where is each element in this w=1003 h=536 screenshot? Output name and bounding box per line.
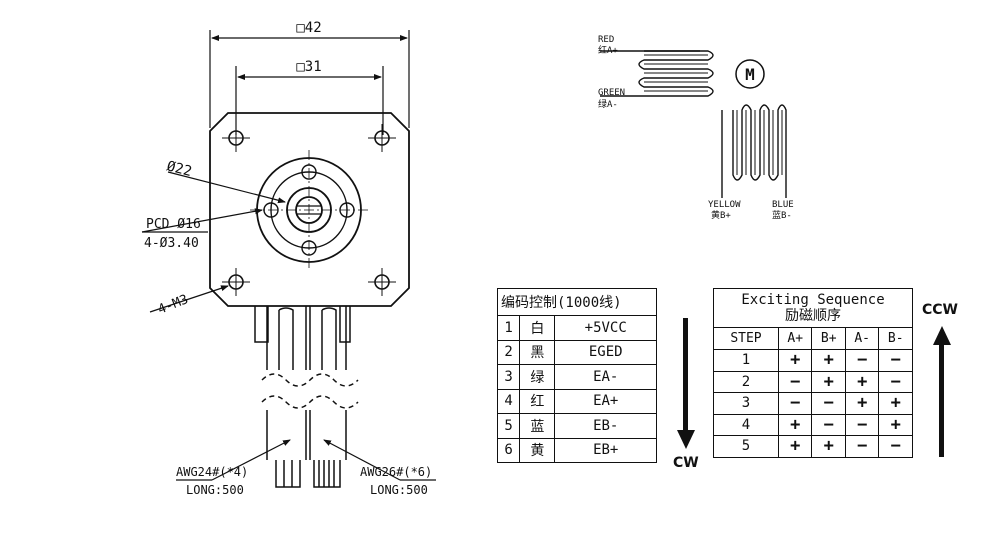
yellow-wire-en-label: YELLOW	[708, 200, 741, 210]
table-row: 1 + + − −	[713, 349, 913, 372]
dimension-31	[235, 66, 384, 135]
dimension-31-label: □31	[296, 59, 321, 75]
table-row: 4 + − − +	[713, 413, 913, 436]
table-row: 2 黑 EGED	[496, 339, 657, 365]
table-row: 5 蓝 EB-	[496, 413, 657, 439]
dimension-42-label: □42	[296, 20, 321, 36]
encoder-table-title: 编码控制(1000线)	[497, 288, 657, 316]
cable-bundle	[254, 306, 359, 488]
mounting-holes	[222, 124, 396, 296]
pcd-leader-line	[141, 208, 263, 233]
cw-label: CW	[673, 455, 699, 471]
winding-a-coil	[600, 50, 714, 97]
yellow-wire-cn-label: 黄B+	[711, 209, 731, 221]
table-row: 4 红 EA+	[496, 388, 657, 414]
wire-right-length-label: LONG:500	[370, 483, 428, 497]
red-wire-en-label: RED	[598, 35, 614, 45]
encoder-table: 编码控制(1000线) 1 白 +5VCC 2 黑 EGED 3 绿 EA- 4…	[496, 288, 657, 463]
hole-diameter-label: 4-Ø3.40	[144, 236, 199, 251]
dimension-42	[209, 30, 410, 128]
wire-left-length-label: LONG:500	[186, 483, 244, 497]
red-wire-cn-label: 红A+	[598, 44, 618, 56]
motor-symbol-circle	[735, 59, 765, 89]
ccw-label: CCW	[922, 302, 958, 318]
winding-schematic: RED 红A+ GREEN 绿A- M YELLOW 黄B+ BLUE 蓝B-	[598, 35, 794, 221]
table-row: 5 + + − −	[713, 435, 913, 458]
table-row: 3 绿 EA-	[496, 364, 657, 390]
mount-leader-line	[149, 285, 229, 313]
blue-wire-en-label: BLUE	[772, 200, 794, 210]
cw-arrow	[677, 318, 695, 449]
table-row: 1 白 +5VCC	[496, 315, 657, 341]
table-row: 2 − + + −	[713, 370, 913, 393]
blue-wire-cn-label: 蓝B-	[772, 209, 792, 221]
table-row: 3 − − + +	[713, 392, 913, 415]
pcd-label: PCD Ø16	[146, 217, 201, 232]
boss-diameter-label: Ø22	[165, 158, 193, 180]
ccw-arrow	[933, 326, 951, 457]
center-boss	[250, 150, 368, 270]
motor-front-view-drawing: □42 □31 Ø22 PCD Ø16 4-Ø3.40 4-M3	[141, 20, 436, 497]
wire-left-gauge-label: AWG24#(*4)	[176, 465, 248, 479]
boss-leader-line	[167, 171, 286, 204]
table-row: 6 黄 EB+	[496, 437, 657, 463]
wire-right-gauge-label: AWG26#(*6)	[360, 465, 432, 479]
sequence-table-title: Exciting Sequence 励磁顺序	[713, 288, 913, 328]
table-header-row: STEP A+ B+ A- B-	[713, 327, 913, 350]
green-wire-en-label: GREEN	[598, 88, 625, 98]
exciting-sequence-table: Exciting Sequence 励磁顺序 STEP A+ B+ A- B- …	[713, 288, 913, 458]
green-wire-cn-label: 绿A-	[598, 98, 618, 110]
mount-thread-label: 4-M3	[156, 292, 191, 318]
motor-symbol-label: M	[745, 65, 755, 84]
winding-b-coil	[721, 104, 787, 198]
